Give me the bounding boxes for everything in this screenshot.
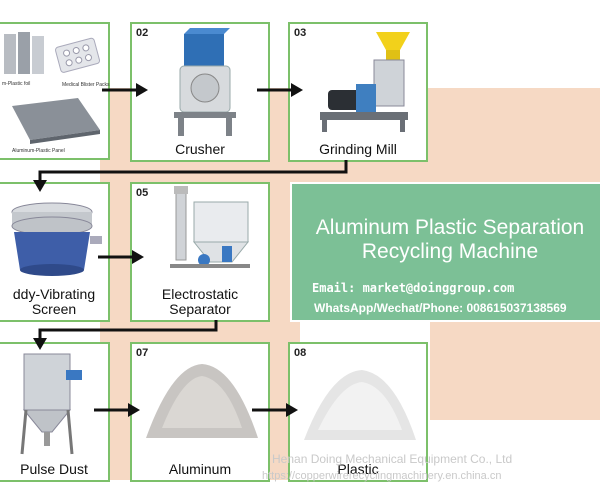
title-line-1: Aluminum Plastic Separation — [315, 216, 585, 239]
aluminum-powder-image — [146, 364, 258, 438]
foil-label: m-Plastic foil — [2, 81, 31, 87]
step-number: 02 — [136, 27, 149, 39]
arrow-2-to-3 — [257, 83, 303, 97]
arrow-5-to-6 — [33, 320, 218, 350]
grinding-mill-image — [320, 32, 410, 132]
aluminum-panel-image — [12, 98, 100, 144]
step-number: 08 — [294, 347, 307, 359]
title-line-2: Recycling Machine — [361, 240, 539, 263]
step-number: 07 — [136, 347, 149, 359]
step-label: Grinding Mill — [319, 141, 397, 157]
step-pulse-dust: Pulse Dust — [0, 342, 110, 482]
step-number: 03 — [294, 27, 307, 39]
contact-phone: WhatsApp/Wechat/Phone: 008615037138569 — [314, 301, 567, 315]
aluminum-foil-image — [4, 32, 44, 74]
step-raw-materials: m-Plastic foil Medical Blister Packs Alu… — [0, 22, 110, 160]
arrow-7-to-8 — [252, 403, 298, 417]
title-panel: Aluminum Plastic Separation Recycling Ma… — [290, 182, 600, 322]
blister-label: Medical Blister Packs — [62, 82, 110, 88]
step-label: Crusher — [175, 141, 225, 157]
step-crusher: 02 Crusher — [130, 22, 270, 162]
step-aluminum: 07 Aluminum — [130, 342, 270, 482]
watermark-url: https://copperwirerecyclingmachinery.en.… — [262, 470, 502, 482]
step-number: 05 — [136, 187, 149, 199]
arrow-3-to-4 — [33, 160, 348, 192]
step-label: Plastic — [337, 461, 379, 477]
pulse-dust-collector-image — [20, 353, 82, 455]
step-label: Pulse Dust — [20, 461, 88, 477]
arrow-6-to-7 — [94, 403, 140, 417]
watermark-company: Henan Doing Mechanical Equipment Co., Lt… — [272, 452, 513, 466]
vibrating-screen-image — [11, 202, 102, 276]
electrostatic-separator-image — [170, 186, 250, 268]
plastic-powder-image — [304, 370, 416, 440]
arrow-1-to-2 — [102, 83, 148, 97]
step-grinding-mill: 03 Grinding Mill — [288, 22, 428, 162]
step-plastic: 08 Plastic — [288, 342, 428, 482]
crusher-image — [174, 28, 236, 136]
arrow-4-to-5 — [98, 250, 144, 264]
panel-label: Aluminum-Plastic Panel — [12, 148, 65, 154]
background-band-3 — [430, 320, 600, 420]
step-label: Aluminum — [168, 461, 232, 477]
blister-pack-image — [55, 37, 101, 73]
contact-email: Email: market@doinggroup.com — [312, 281, 515, 295]
